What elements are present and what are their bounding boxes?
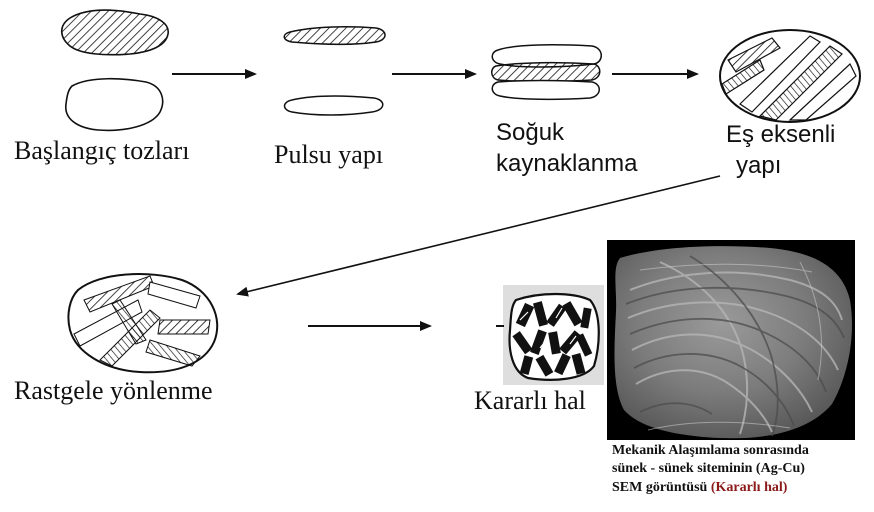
sem-caption: Mekanik Alaşımlama sonrasında sünek - sü… <box>612 442 809 497</box>
caption-line-1: Mekanik Alaşımlama sonrasında <box>612 442 809 460</box>
label-cold-welding-line1: Soğuk <box>496 120 564 147</box>
equiaxed-particle <box>720 30 860 122</box>
hatched-powder-particle <box>62 10 168 55</box>
cold-welded-layers <box>492 45 602 100</box>
label-cold-welding-line2: kaynaklanma <box>496 151 637 178</box>
flake-particle <box>285 96 383 115</box>
caption-highlight: (Kararlı hal) <box>711 480 788 495</box>
label-lamellar: Pulsu yapı <box>274 140 383 170</box>
label-start-powders: Başlangıç tozları <box>14 136 189 166</box>
label-equiaxed-line2: yapı <box>736 153 781 180</box>
caption-line-2: sünek - sünek siteminin (Ag-Cu) <box>612 460 809 478</box>
label-steady-state: Kararlı hal <box>474 386 586 416</box>
label-random-orientation: Rastgele yönlenme <box>14 376 213 406</box>
caption-line-3-prefix: SEM görüntüsü <box>612 480 711 495</box>
caption-line-3: SEM görüntüsü (Kararlı hal) <box>612 479 809 497</box>
steady-state-particle <box>510 294 599 380</box>
sem-micrograph <box>614 246 852 438</box>
flake-particle <box>284 27 385 45</box>
label-equiaxed-line1: Eş eksenli <box>726 122 835 149</box>
plain-powder-particle <box>66 79 163 131</box>
random-orientation-particle <box>68 274 217 372</box>
